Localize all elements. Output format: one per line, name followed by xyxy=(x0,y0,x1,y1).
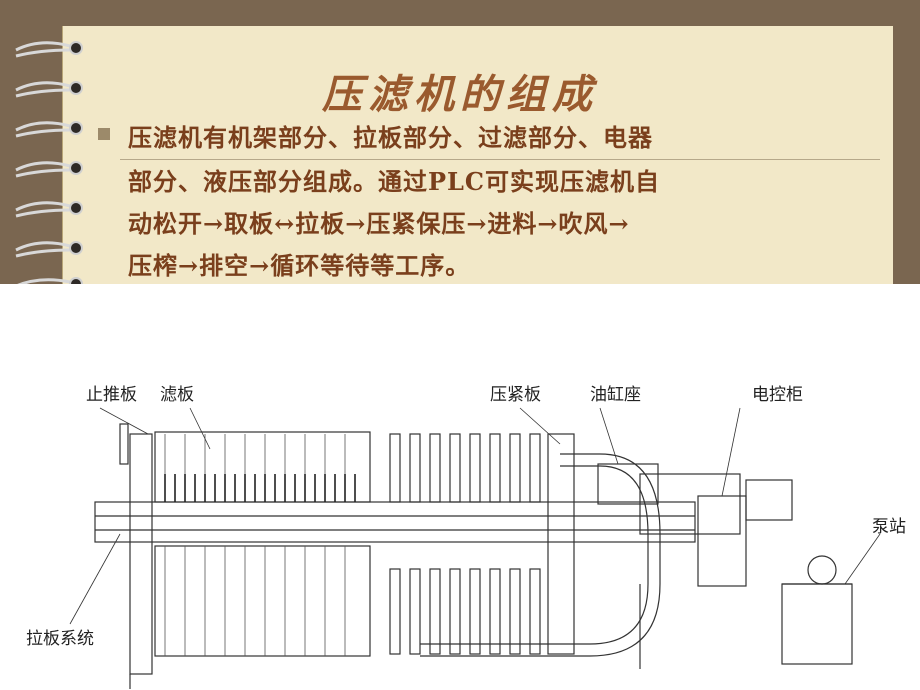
filter-press-diagram: 止推板 滤板 压紧板 油缸座 电控柜 泵站 拉板系统 xyxy=(0,284,920,690)
cylinder-seat xyxy=(597,463,659,505)
label-control-cabinet: 电控柜 xyxy=(752,385,803,405)
spiral-rings-icon xyxy=(15,41,83,291)
label-stop-plate: 止推板 xyxy=(86,385,137,405)
main-beam xyxy=(94,501,696,543)
label-pump-station: 泵站 xyxy=(872,517,906,537)
ruled-line xyxy=(120,159,880,160)
pump-station xyxy=(781,583,853,665)
hydraulic-pipe xyxy=(420,453,661,657)
press-plate xyxy=(547,433,575,655)
slide-title: 压滤机的组成 xyxy=(322,71,598,118)
body-line-1: 压滤机有机架部分、拉板部分、过滤部分、电器 xyxy=(128,123,653,152)
filter-plates-top xyxy=(154,431,371,503)
label-filter-plate: 滤板 xyxy=(160,385,194,405)
label-pull-system: 拉板系统 xyxy=(26,629,94,649)
notebook-paper xyxy=(62,26,893,298)
label-cylinder-seat: 油缸座 xyxy=(590,385,641,405)
bullet-icon xyxy=(98,128,110,140)
stop-plate xyxy=(129,433,153,675)
body-line-4: 压榨→排空→循环等待等工序。 xyxy=(128,251,471,280)
label-press-plate: 压紧板 xyxy=(490,385,541,405)
filter-press-drawing xyxy=(69,407,881,689)
control-cabinet xyxy=(697,495,747,587)
body-line-2: 部分、液压部分组成。通过PLC可实现压滤机自 xyxy=(128,167,661,196)
body-line-3: 动松开→取板↔拉板→压紧保压→进料→吹风→ xyxy=(128,209,630,238)
filter-plates-bottom xyxy=(154,545,371,657)
